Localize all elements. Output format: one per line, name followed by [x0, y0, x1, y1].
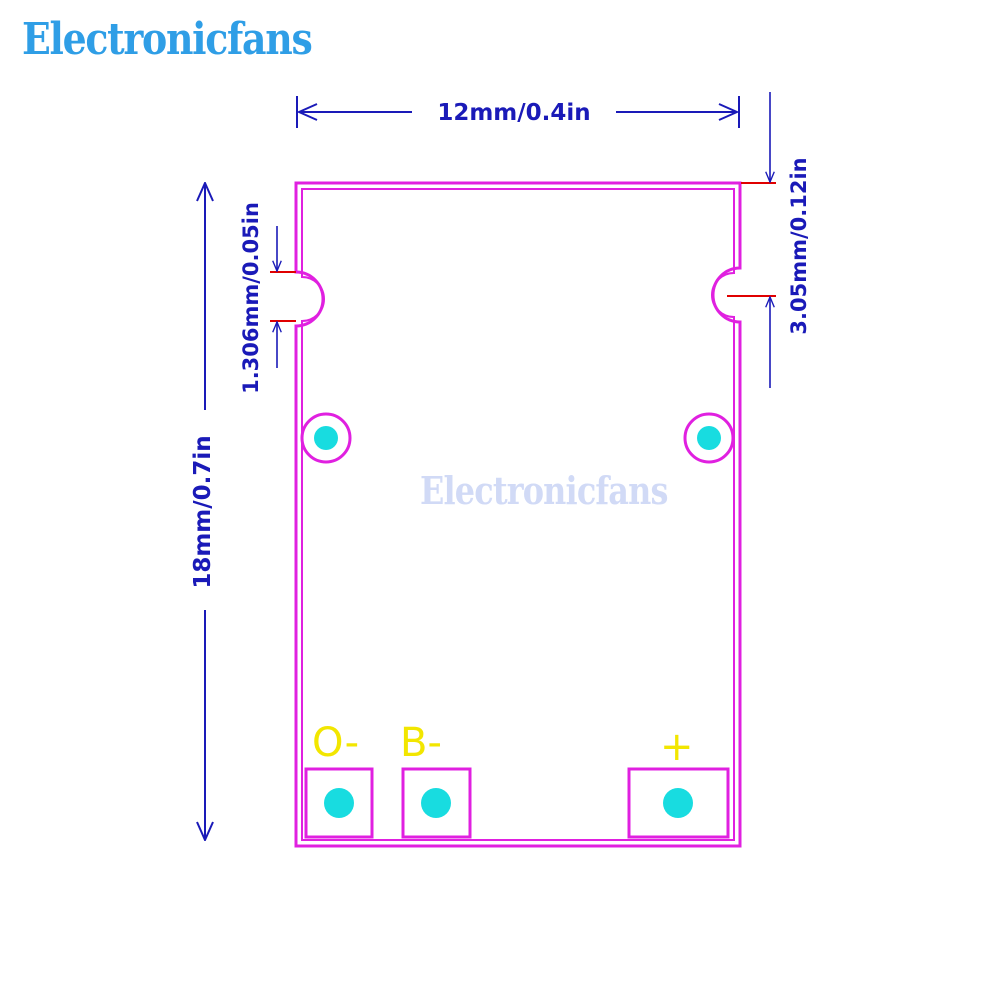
- slot-offset-dimension: [727, 92, 776, 388]
- slot-width-dimension: [270, 226, 296, 368]
- board-outline-inner: [301, 188, 735, 841]
- mounting-hole-right: [683, 412, 735, 464]
- width-dimension: [296, 96, 740, 128]
- slot-offset-label: 3.05mm/0.12in: [787, 157, 811, 334]
- slot-width-label: 1.306mm/0.05in: [239, 202, 263, 394]
- board-outline: [294, 181, 742, 848]
- pad-label-o-minus: O-: [312, 720, 359, 766]
- height-dimension-label: 18mm/0.7in: [190, 435, 216, 588]
- pad-label-b-minus: B-: [400, 720, 442, 766]
- pad-plus: [627, 767, 730, 839]
- pad-label-plus: +: [660, 724, 694, 770]
- pad-b-minus: [401, 767, 472, 839]
- brand-logo: Electronicfans: [22, 14, 313, 65]
- width-dimension-label: 12mm/0.4in: [437, 100, 590, 126]
- mounting-hole-left: [300, 412, 352, 464]
- pad-o-minus: [304, 767, 374, 839]
- brand-watermark: Electronicfans: [420, 468, 668, 513]
